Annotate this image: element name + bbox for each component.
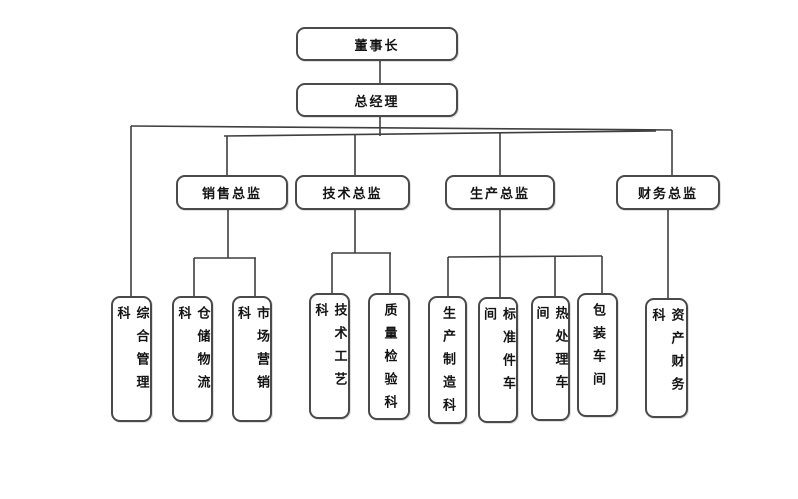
node-finance-director: 财务总监 — [616, 175, 720, 210]
connector-production-bus — [447, 255, 603, 258]
node-packaging-workshop: 包装车间 — [577, 293, 618, 417]
connector-top-bus-b — [223, 130, 657, 137]
node-marketing-dept: 市场营销科 — [232, 296, 272, 422]
node-asset-finance-dept: 资产财务科 — [645, 298, 688, 418]
connector-top-bus-a — [130, 125, 673, 131]
node-tech-process-dept: 技术工艺科 — [309, 293, 350, 419]
node-general-manager: 总经理 — [296, 83, 458, 117]
node-production-director: 生产总监 — [445, 175, 555, 210]
node-sales-director: 销售总监 — [176, 175, 288, 210]
node-tech-director: 技术总监 — [295, 175, 410, 210]
node-heat-treatment-workshop: 热处理车间 — [531, 296, 570, 421]
node-production-mfg-dept: 生产制造科 — [428, 296, 467, 424]
node-chairman: 董事长 — [296, 27, 458, 61]
node-quality-inspection-dept: 质量检验科 — [368, 293, 410, 420]
node-warehouse-logistics-dept: 仓储物流科 — [172, 296, 213, 422]
node-standard-parts-workshop: 标准件车间 — [478, 297, 518, 423]
node-general-admin-dept: 综合管理科 — [111, 296, 152, 422]
